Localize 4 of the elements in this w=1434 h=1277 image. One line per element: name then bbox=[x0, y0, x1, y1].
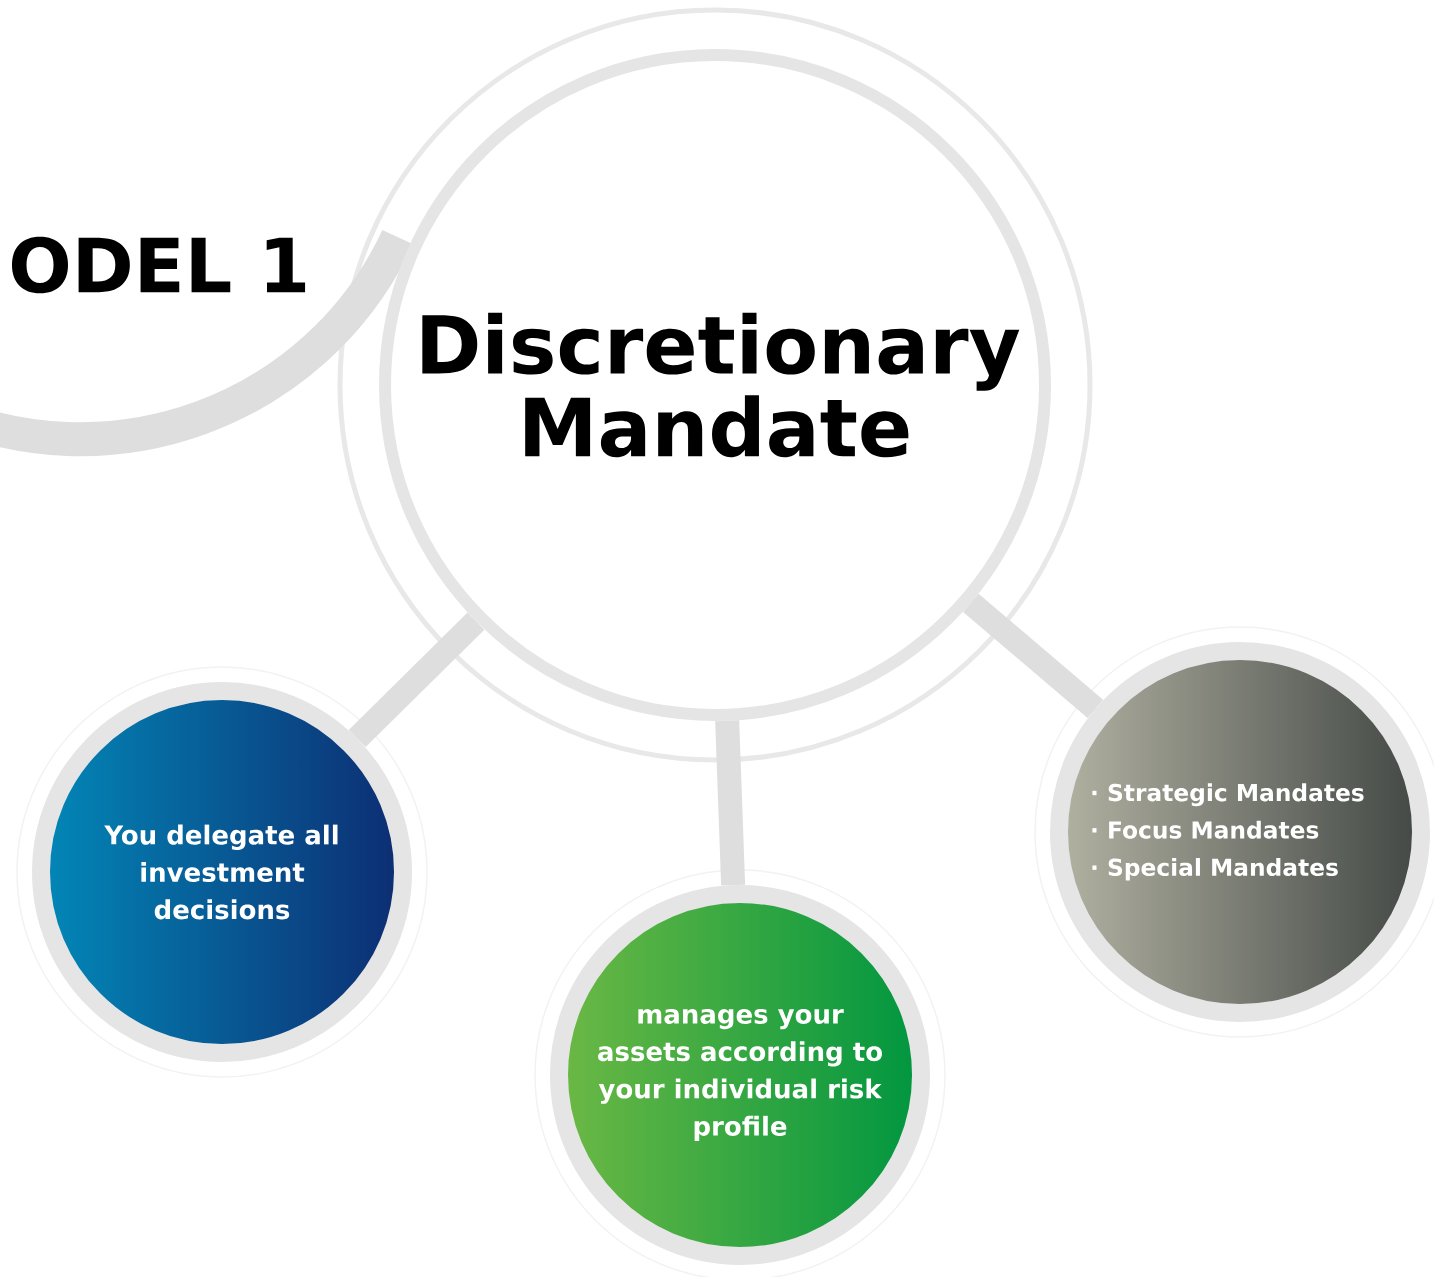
connector-bar bbox=[348, 612, 485, 747]
connector-bar bbox=[963, 593, 1104, 718]
connector-bar bbox=[715, 720, 746, 886]
heading: ODEL 1 bbox=[12, 236, 306, 294]
